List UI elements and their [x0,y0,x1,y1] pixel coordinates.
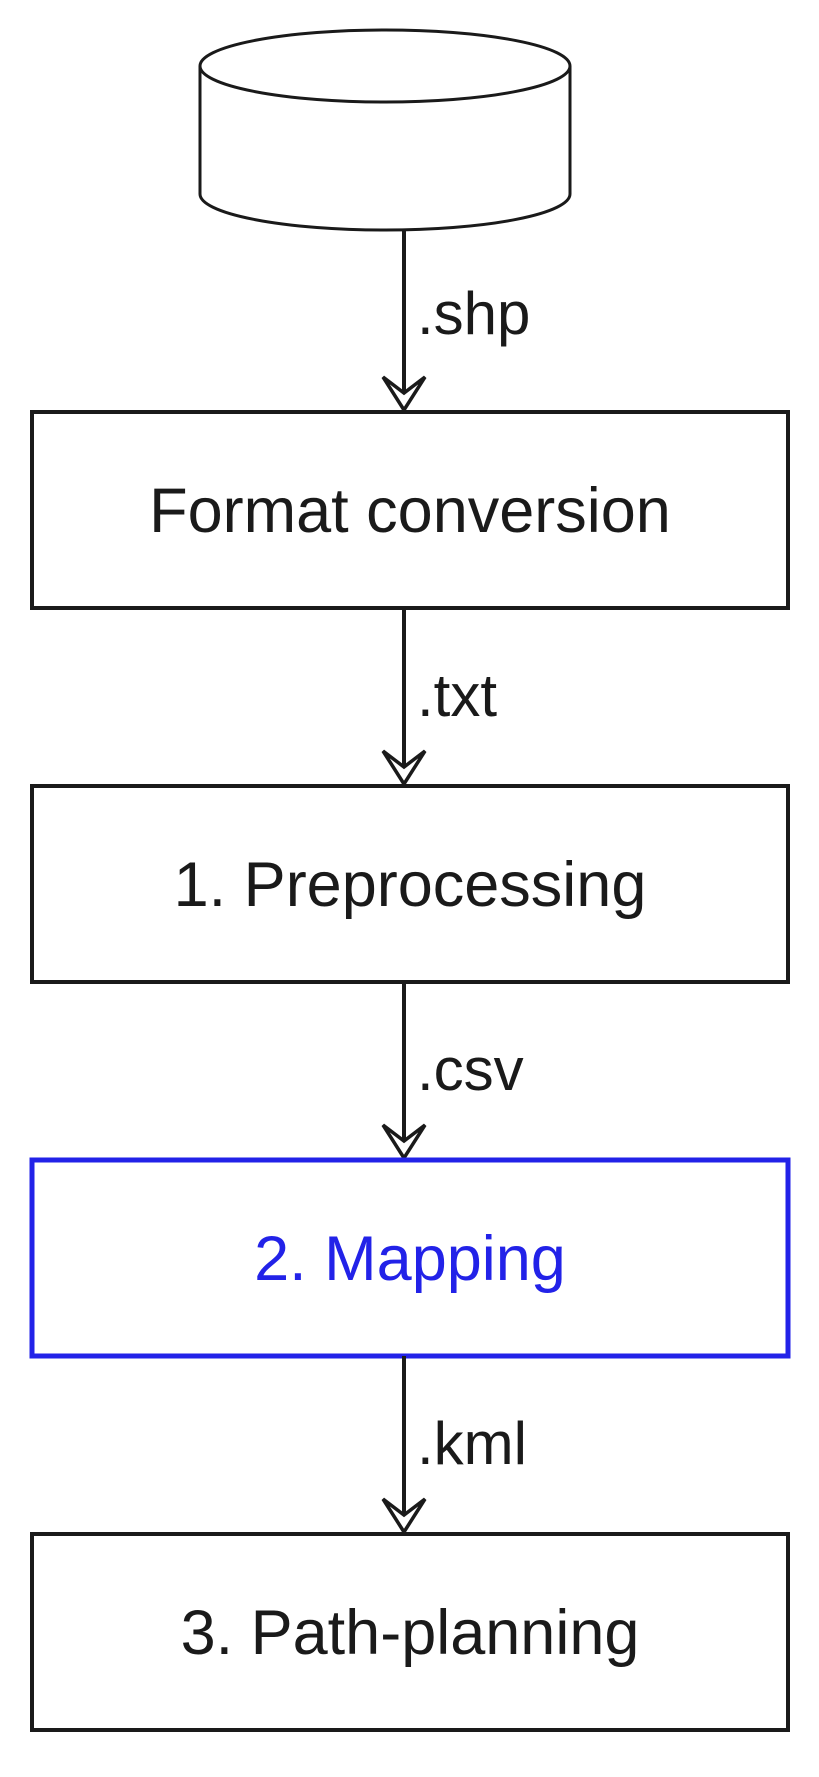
node-mapping-label: 2. Mapping [254,1224,566,1294]
edge-label-shp: .shp [417,280,530,347]
edge-txt: .txt [381,608,497,788]
node-path-planning: 3. Path-planning [30,1532,790,1732]
node-preprocessing-box [30,784,790,984]
node-path-planning-label: 3. Path-planning [181,1598,640,1668]
database-cylinder-icon [198,28,572,232]
edge-label-kml: .kml [417,1410,527,1477]
node-mapping: 2. Mapping [29,1157,791,1359]
node-format-conversion-box [30,410,790,610]
node-path-planning-box [30,1532,790,1732]
node-mapping-box [29,1157,791,1359]
edge-shp: .shp [381,229,530,414]
edge-label-txt: .txt [417,662,497,729]
edge-label-csv: .csv [417,1036,524,1103]
arrow-down-head-icon [381,749,427,788]
edge-csv: .csv [381,982,524,1162]
arrow-down-head-icon [381,1123,427,1162]
arrow-down-head-icon [381,1497,427,1536]
edge-kml: .kml [381,1356,527,1536]
node-preprocessing-label: 1. Preprocessing [174,850,647,920]
database-cylinder-top [198,28,572,104]
node-format-conversion: Format conversion [30,410,790,610]
database-cylinder-body [198,66,572,232]
node-format-conversion-label: Format conversion [149,476,671,546]
node-preprocessing: 1. Preprocessing [30,784,790,984]
arrow-down-head-icon [381,375,427,414]
